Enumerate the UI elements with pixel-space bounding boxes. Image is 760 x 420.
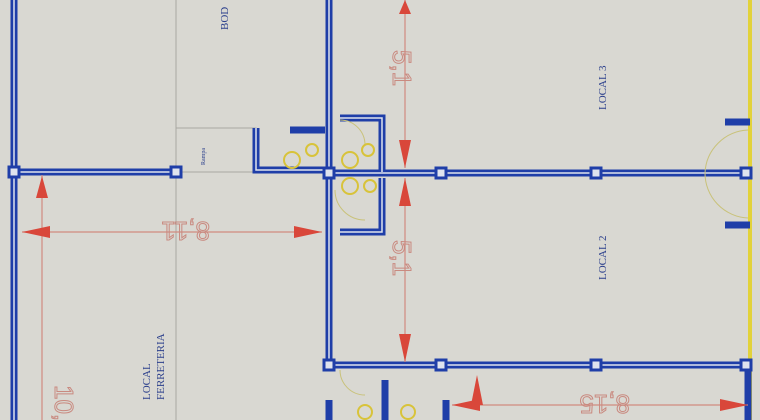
dimension-label: 10,5	[49, 385, 79, 420]
bathroom-fixtures	[283, 143, 416, 420]
walls	[10, 0, 752, 420]
dimension-label: 5,1	[387, 240, 417, 276]
room-label-local-2: LOCAL 2	[597, 235, 609, 280]
dimension-ferreteria-width: 8,11	[22, 216, 322, 247]
dimension-label: 8,15	[579, 389, 630, 419]
dimension-ferreteria-depth: 10,5	[36, 175, 80, 420]
room-label-local: LOCAL	[141, 363, 153, 400]
room-label-bodega: BOD	[219, 7, 231, 30]
room-label-ferreteria: FERRETERIA	[155, 333, 167, 400]
room-label-rampa: Rampa	[201, 148, 207, 165]
dimension-label: 5,1	[387, 50, 417, 86]
dimension-local-2: 5,1	[387, 178, 418, 362]
room-label-local-3: LOCAL 3	[597, 65, 609, 110]
columns	[7, 165, 753, 372]
dimension-local-3: 5,1	[387, 0, 418, 168]
door-swings	[334, 119, 749, 396]
dimension-label: 8,11	[161, 216, 210, 246]
dimension-locales-depth: 8,15	[452, 375, 748, 420]
